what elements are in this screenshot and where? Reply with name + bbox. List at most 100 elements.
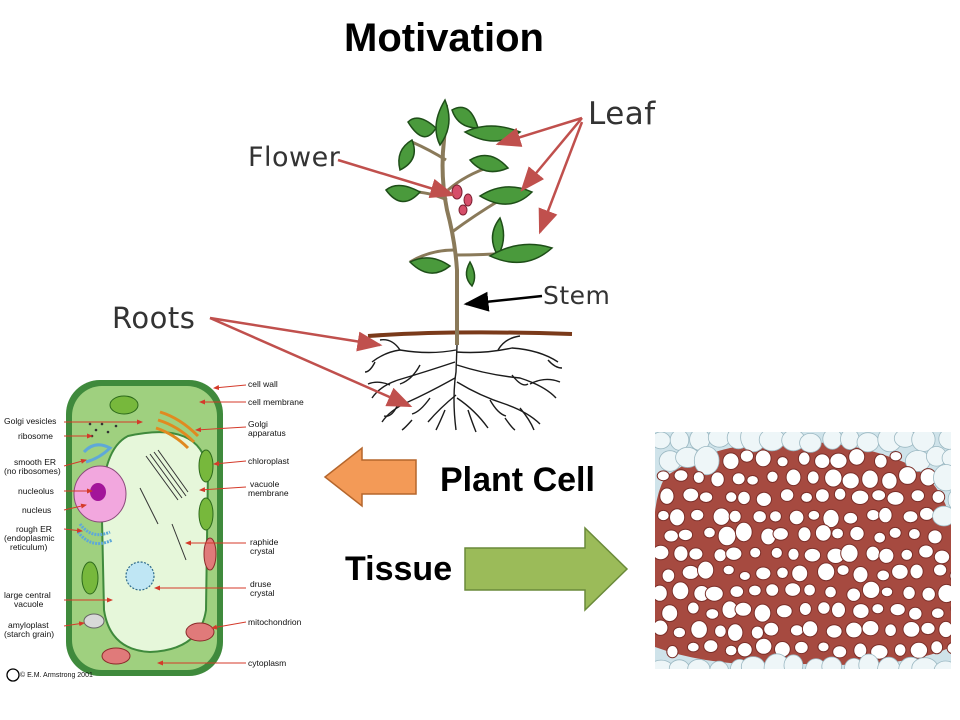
tissue-cell: [784, 582, 802, 597]
flower-pointer-arrow: [337, 158, 456, 199]
tissue-cell: [705, 608, 720, 620]
tissue-cell: [833, 487, 847, 501]
tissue-cell: [693, 446, 720, 476]
tissue-cell: [709, 660, 729, 669]
tissue-cell: [682, 487, 700, 503]
tissue-cell: [736, 642, 753, 658]
tissue-cell: [933, 464, 951, 492]
tissue-cell: [783, 654, 804, 669]
tissue-cell: [888, 526, 902, 539]
tissue-cell: [841, 472, 860, 490]
leaf-pointer-arrow-2: [520, 117, 583, 192]
tissue-cell: [775, 604, 793, 619]
tissue-cell: [861, 469, 879, 489]
leaf-pointer-arrow-3: [538, 121, 584, 235]
tissue-cell: [900, 548, 914, 561]
golgi-apparatus: [155, 410, 200, 450]
tissue-cell: [729, 585, 745, 598]
cell-label-apparatus: apparatus: [248, 428, 286, 438]
tissue-cell: [794, 640, 809, 655]
tissue-cell: [776, 456, 789, 468]
tissue-cell: [874, 453, 888, 469]
tissue-cell: [787, 547, 800, 561]
tissue-cell: [878, 547, 895, 564]
tissue-cell: [722, 564, 735, 576]
label-stem: Stem: [543, 281, 611, 310]
cell-label-crystal-1: crystal: [250, 546, 275, 556]
tissue-cell: [902, 621, 921, 638]
tissue-cell: [824, 468, 843, 488]
cell-label-raphide: raphide: [250, 537, 279, 547]
tissue-cell: [655, 584, 668, 602]
cell-label-rough-er: rough ER: [16, 524, 52, 534]
tissue-cell: [712, 507, 731, 526]
tissue-cell: [669, 508, 686, 527]
cell-label-vacuole: vacuole: [14, 599, 44, 609]
tissue-cell: [908, 606, 923, 621]
plant-roots: [364, 335, 563, 433]
tissue-cell: [865, 545, 881, 562]
tissue-cell: [836, 564, 850, 577]
tissue-cell: [677, 528, 694, 542]
tissue-cell: [866, 509, 881, 522]
plant-cell-diagram: [6, 380, 247, 682]
tissue-cell: [889, 603, 906, 617]
cell-label-smooth-er: smooth ER: [14, 457, 57, 467]
tissue-cell: [738, 571, 751, 581]
druse-crystal: [125, 561, 155, 591]
mitochondria: [101, 537, 217, 665]
tissue-cell: [824, 585, 837, 599]
tissue-cell: [734, 521, 753, 543]
plant-illustration: [209, 98, 584, 433]
tissue-cell: [870, 644, 889, 660]
cell-label-endoplasmic: (endoplasmic: [4, 533, 55, 543]
tissue-cell: [880, 586, 894, 598]
tissue-cell: [766, 470, 779, 483]
cell-right-pointers: [154, 384, 247, 666]
tissue-cell: [724, 644, 738, 657]
tissue-cell: [877, 656, 901, 669]
tissue-cell: [722, 452, 740, 471]
tissue-cell: [938, 620, 951, 639]
tissue-cell: [785, 468, 802, 487]
tissue-cell: [731, 472, 746, 486]
tissue-cell: [748, 584, 762, 597]
tissue-cell: [927, 529, 943, 545]
cell-label-mitochondrion: mitochondrion: [248, 617, 302, 627]
raphide-crystals: [139, 449, 189, 561]
tissue-cell: [815, 488, 830, 503]
tissue-cell: [803, 547, 822, 563]
tissue-cell: [853, 642, 868, 659]
tissue-cell: [933, 660, 951, 669]
cell-left-pointers: [63, 419, 143, 627]
cell-label-vacuole-1: vacuole: [250, 479, 280, 489]
tissue-cell: [687, 601, 700, 615]
tissue-cell: [713, 548, 727, 563]
tissue-cell: [800, 491, 813, 503]
tissue-cell: [831, 527, 845, 540]
tissue-cell: [821, 656, 842, 669]
slide-title: Motivation: [344, 16, 544, 60]
cell-label-membrane: membrane: [248, 488, 289, 498]
cell-label-ribosome: ribosome: [18, 431, 53, 441]
tissue-cell: [666, 645, 679, 659]
tissue-cell: [822, 508, 840, 529]
tissue-cell: [779, 488, 795, 502]
cell-label-druse: druse: [250, 579, 272, 589]
tissue-cell: [861, 580, 881, 599]
tissue-cell: [937, 583, 951, 604]
tissue-cell: [663, 529, 679, 543]
tissue-cell: [659, 487, 675, 505]
soil-line: [367, 330, 573, 338]
tissue-cell: [755, 566, 772, 581]
cell-label-nucleolus: nucleolus: [18, 486, 54, 496]
tissue-cell: [846, 587, 862, 602]
tissue-cell: [840, 432, 860, 450]
flower-buds: [451, 184, 473, 216]
tissue-cell: [765, 583, 780, 597]
tissue-cell: [673, 545, 689, 562]
cell-label-golgi-vesicles: Golgi vesicles: [4, 416, 57, 426]
tissue-cell: [817, 641, 830, 653]
tissue-cell: [688, 547, 704, 561]
tissue-cell: [797, 526, 812, 543]
